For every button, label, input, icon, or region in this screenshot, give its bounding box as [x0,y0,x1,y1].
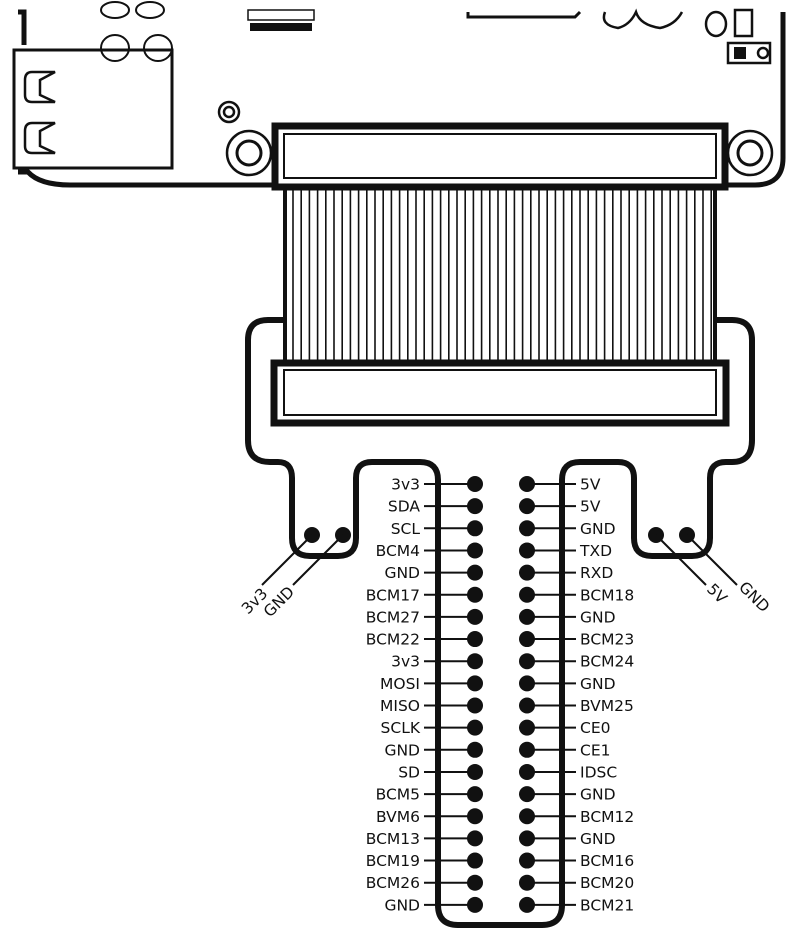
pin-dot-right [519,476,535,492]
pin-dot-right [519,874,535,891]
pin-label-left: BCM27 [366,608,420,626]
pin-label-right: GND [580,786,616,804]
pin-label-right: BCM18 [580,586,634,604]
pin-dot-left [467,808,483,825]
pin-dot-left [467,786,483,803]
pin-label-left: GND [384,741,420,759]
pin-label-right: GND [580,608,616,626]
pin-dot-right [519,564,535,581]
pin-label-left: MOSI [380,675,420,693]
pin-dot-right [519,741,535,758]
pin-label-right: RXD [580,564,613,582]
usb-slot-icon [23,121,56,155]
pin-dot-left [467,741,483,758]
side-pin-label-gnd: GND [260,583,298,621]
pin-label-right: 5V [580,476,601,494]
pin-label-right: GND [580,675,616,693]
pin-dot-left [467,874,483,891]
pin-label-left: GND [384,564,420,582]
pin-dot-right [519,852,535,869]
pin-dot-right [519,520,535,537]
pin-label-right: BCM16 [580,852,634,870]
pin-dot-right [519,808,535,825]
pin-dot-right [519,631,535,648]
pin-dot-right [519,763,535,780]
pin-dot-left [467,719,483,736]
header-connector [247,9,315,21]
pin-label-left: 3v3 [391,476,420,494]
pin-dot-right [519,719,535,736]
ribbon-connector-top [271,122,729,191]
pin-label-right: BCM23 [580,631,634,649]
pin-label-left: GND [384,896,420,914]
pin-label-right: TXD [579,542,612,560]
pin-dot-right [519,653,535,670]
pin-label-right: BCM21 [580,896,634,914]
pin-label-right: GND [580,520,616,538]
pin-dot-left [467,476,483,492]
pin-label-left: 3v3 [391,653,420,671]
pin-label-left: MISO [380,697,420,715]
pin-label-right: 5V [580,498,601,516]
pin-label-left: BCM17 [366,586,420,604]
pin-label-left: BCM26 [366,874,420,892]
pin-dot-left [467,542,483,559]
pin-label-left: BCM4 [376,542,420,560]
pin-dot-left [467,763,483,780]
usb-port [12,48,174,170]
pin-label-left: SDA [388,498,421,516]
pin-label-right: BCM24 [580,653,634,671]
pin-label-right: IDSC [580,763,617,781]
pin-dot-left [467,896,483,913]
side-power-pins-left: 3v3 GND [238,527,351,621]
pin-dot-right [519,697,535,714]
pin-dot-left [467,852,483,869]
pin-dot-right [519,608,535,625]
pin-dot-left [467,675,483,692]
gpio-pin-header: 3v3SDASCLBCM4GNDBCM17BCM27BCM223v3MOSIMI… [366,476,635,915]
mounting-hole [225,129,273,177]
pin-dot-right [519,542,535,559]
pin-dot-left [467,498,483,515]
pin-label-left: BCM22 [366,631,420,649]
pin-dot-right [519,498,535,515]
side-pin-label-gnd: GND [735,578,773,616]
pin-dot-right [519,586,535,603]
pin-label-left: SCLK [381,719,421,737]
pin-label-right: BCM12 [580,808,634,826]
pin-dot-left [467,520,483,537]
pin-dot-left [467,586,483,603]
pin-label-right: GND [580,830,616,848]
pin-label-left: SCL [391,520,421,538]
pin-dot-left [467,830,483,847]
pin-dot-right [519,830,535,847]
pin-label-left: BCM19 [366,852,420,870]
pin-label-right: BVM25 [580,697,634,715]
pin-dot-left [467,608,483,625]
usb-slot-icon [23,70,56,104]
pin-dot-right [519,786,535,803]
pin-label-left: BCM5 [376,786,420,804]
pin-dot-left [467,631,483,648]
side-pin-label-5v: 5V [703,580,730,607]
ribbon-cable [283,188,717,362]
pin-label-left: BVM6 [376,808,420,826]
pin-label-right: BCM20 [580,874,634,892]
pin-dot-left [467,697,483,714]
raspberry-pi-board [12,1,786,188]
pin-label-right: CE1 [580,741,610,759]
pin-dot-right [519,896,535,913]
pin-dot-left [467,564,483,581]
pin-label-left: SD [398,763,420,781]
pin-dot-left [467,653,483,670]
pin-label-left: BCM13 [366,830,420,848]
pin-label-right: CE0 [580,719,610,737]
mounting-hole [726,129,774,177]
breakout-board-outline [245,317,755,928]
pin-dot-right [519,675,535,692]
ribbon-connector-bottom [270,359,730,427]
